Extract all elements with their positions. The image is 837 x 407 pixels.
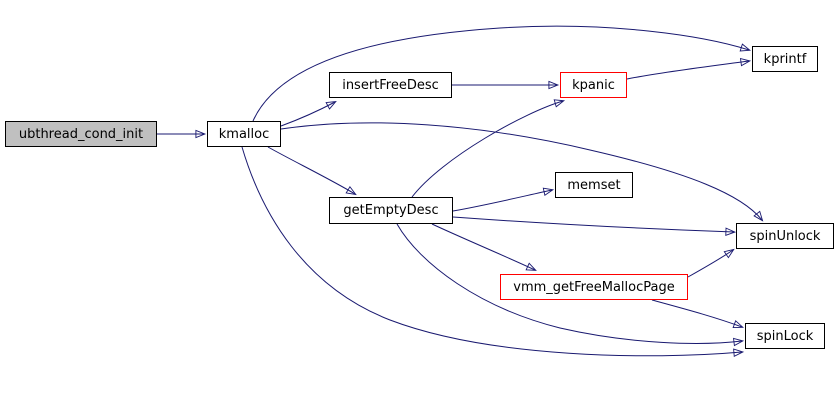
edge-vmm_getFreeMallocPage-spinUnlock (687, 248, 735, 278)
node-kprintf[interactable]: kprintf (752, 46, 818, 72)
node-ubthread_cond_init[interactable]: ubthread_cond_init (5, 121, 157, 147)
edge-kpanic-kprintf (626, 57, 752, 80)
node-memset[interactable]: memset (555, 172, 633, 198)
node-spinUnlock[interactable]: spinUnlock (736, 223, 834, 249)
edge-getEmptyDesc-spinLock (396, 223, 745, 347)
node-insertFreeDesc[interactable]: insertFreeDesc (329, 72, 452, 98)
node-getEmptyDesc[interactable]: getEmptyDesc (329, 197, 453, 224)
edge-getEmptyDesc-memset (452, 187, 555, 212)
edge-kmalloc-spinUnlock (280, 122, 764, 222)
edge-getEmptyDesc-kpanic (411, 99, 566, 198)
node-kpanic[interactable]: kpanic (560, 72, 627, 98)
edge-kmalloc-spinLock (241, 146, 745, 357)
edge-getEmptyDesc-vmm_getFreeMallocPage (431, 223, 537, 271)
node-spinLock[interactable]: spinLock (745, 323, 825, 349)
edge-vmm_getFreeMallocPage-spinLock (651, 299, 744, 329)
edge-getEmptyDesc-spinUnlock (452, 216, 737, 236)
edge-kmalloc-insertFreeDesc (280, 101, 337, 127)
node-vmm_getFreeMallocPage[interactable]: vmm_getFreeMallocPage (500, 274, 688, 300)
edge-kmalloc-kprintf (252, 25, 752, 122)
edge-kmalloc-getEmptyDesc (267, 146, 357, 196)
node-kmalloc[interactable]: kmalloc (207, 121, 281, 147)
